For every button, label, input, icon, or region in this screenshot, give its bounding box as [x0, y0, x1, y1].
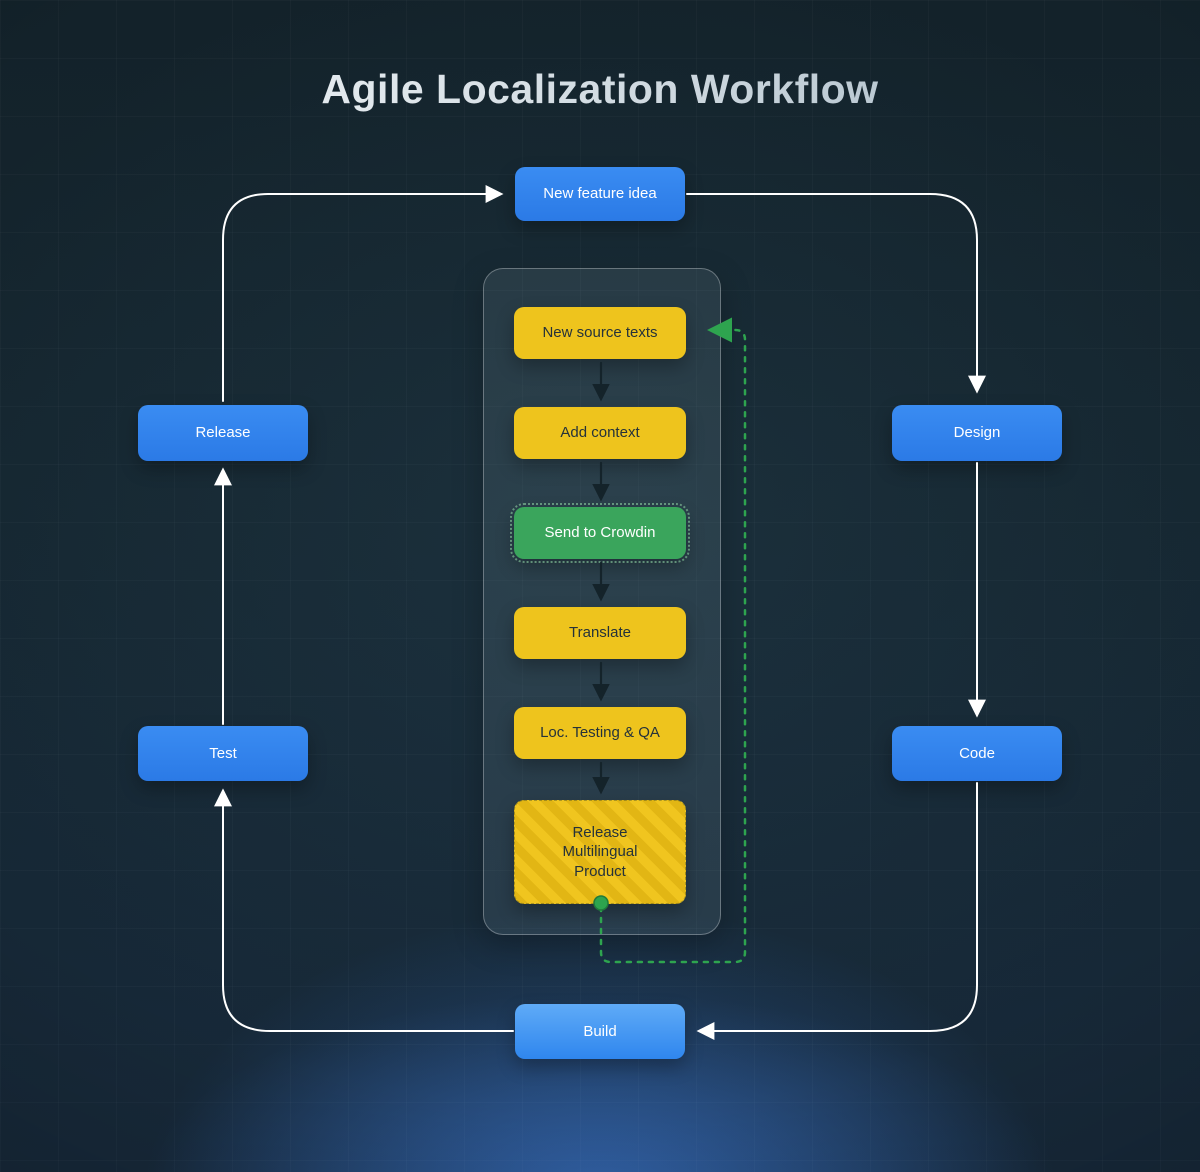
- node-label: New feature idea: [543, 185, 657, 203]
- node-label: Design: [953, 424, 1001, 442]
- step-label: Loc. Testing & QA: [540, 724, 660, 742]
- node-new-feature-idea: New feature idea: [515, 167, 685, 221]
- step-send-to-crowdin: Send to Crowdin: [510, 503, 690, 563]
- node-label: Code: [959, 744, 995, 762]
- node-build: Build: [515, 1004, 685, 1059]
- step-new-source-texts: New source texts: [514, 307, 686, 359]
- node-code: Code: [892, 726, 1062, 781]
- step-label: Translate: [569, 624, 631, 642]
- node-label: Build: [583, 1022, 617, 1040]
- node-label: Release: [195, 424, 251, 442]
- page-title: Agile Localization Workflow: [0, 66, 1200, 113]
- step-label: Send to Crowdin: [544, 524, 656, 542]
- step-release-multilingual-product: Release Multilingual Product: [514, 800, 686, 904]
- step-loc-testing-qa: Loc. Testing & QA: [514, 707, 686, 759]
- step-label: New source texts: [542, 324, 658, 342]
- step-label: Add context: [560, 424, 640, 442]
- node-label: Test: [209, 744, 237, 762]
- step-translate: Translate: [514, 607, 686, 659]
- node-design: Design: [892, 405, 1062, 461]
- node-release: Release: [138, 405, 308, 461]
- step-label: Release Multilingual Product: [562, 823, 638, 880]
- node-test: Test: [138, 726, 308, 781]
- step-add-context: Add context: [514, 407, 686, 459]
